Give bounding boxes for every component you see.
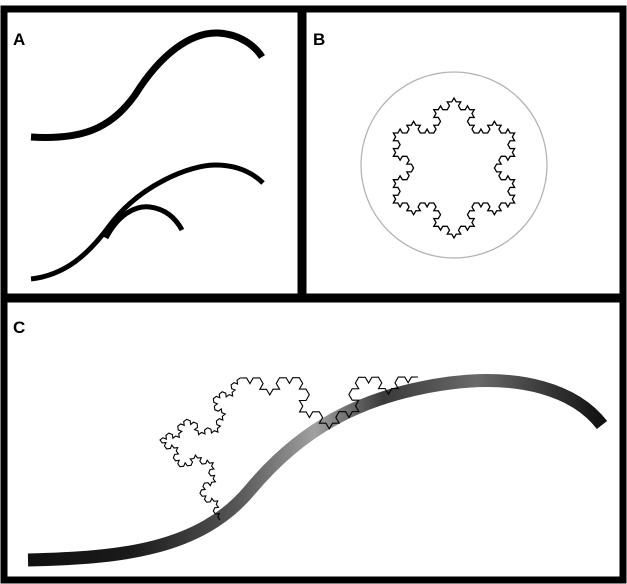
panel-a-curves	[30, 29, 265, 282]
panel-b-label: B	[313, 30, 325, 49]
panel-a-bottom-curve	[30, 162, 265, 282]
panel-c-label: C	[13, 318, 25, 337]
panel-a-top-curve	[30, 29, 265, 141]
panel-c-ribbon	[27, 374, 608, 567]
panel-a-label: A	[13, 30, 25, 49]
panel-c-koch-curve	[159, 376, 419, 521]
panel-c-frame	[0, 295, 627, 584]
panel-b-koch-snowflake	[392, 96, 516, 240]
panel-a-loop-curve	[103, 204, 185, 240]
panel-b-circle	[360, 71, 548, 259]
